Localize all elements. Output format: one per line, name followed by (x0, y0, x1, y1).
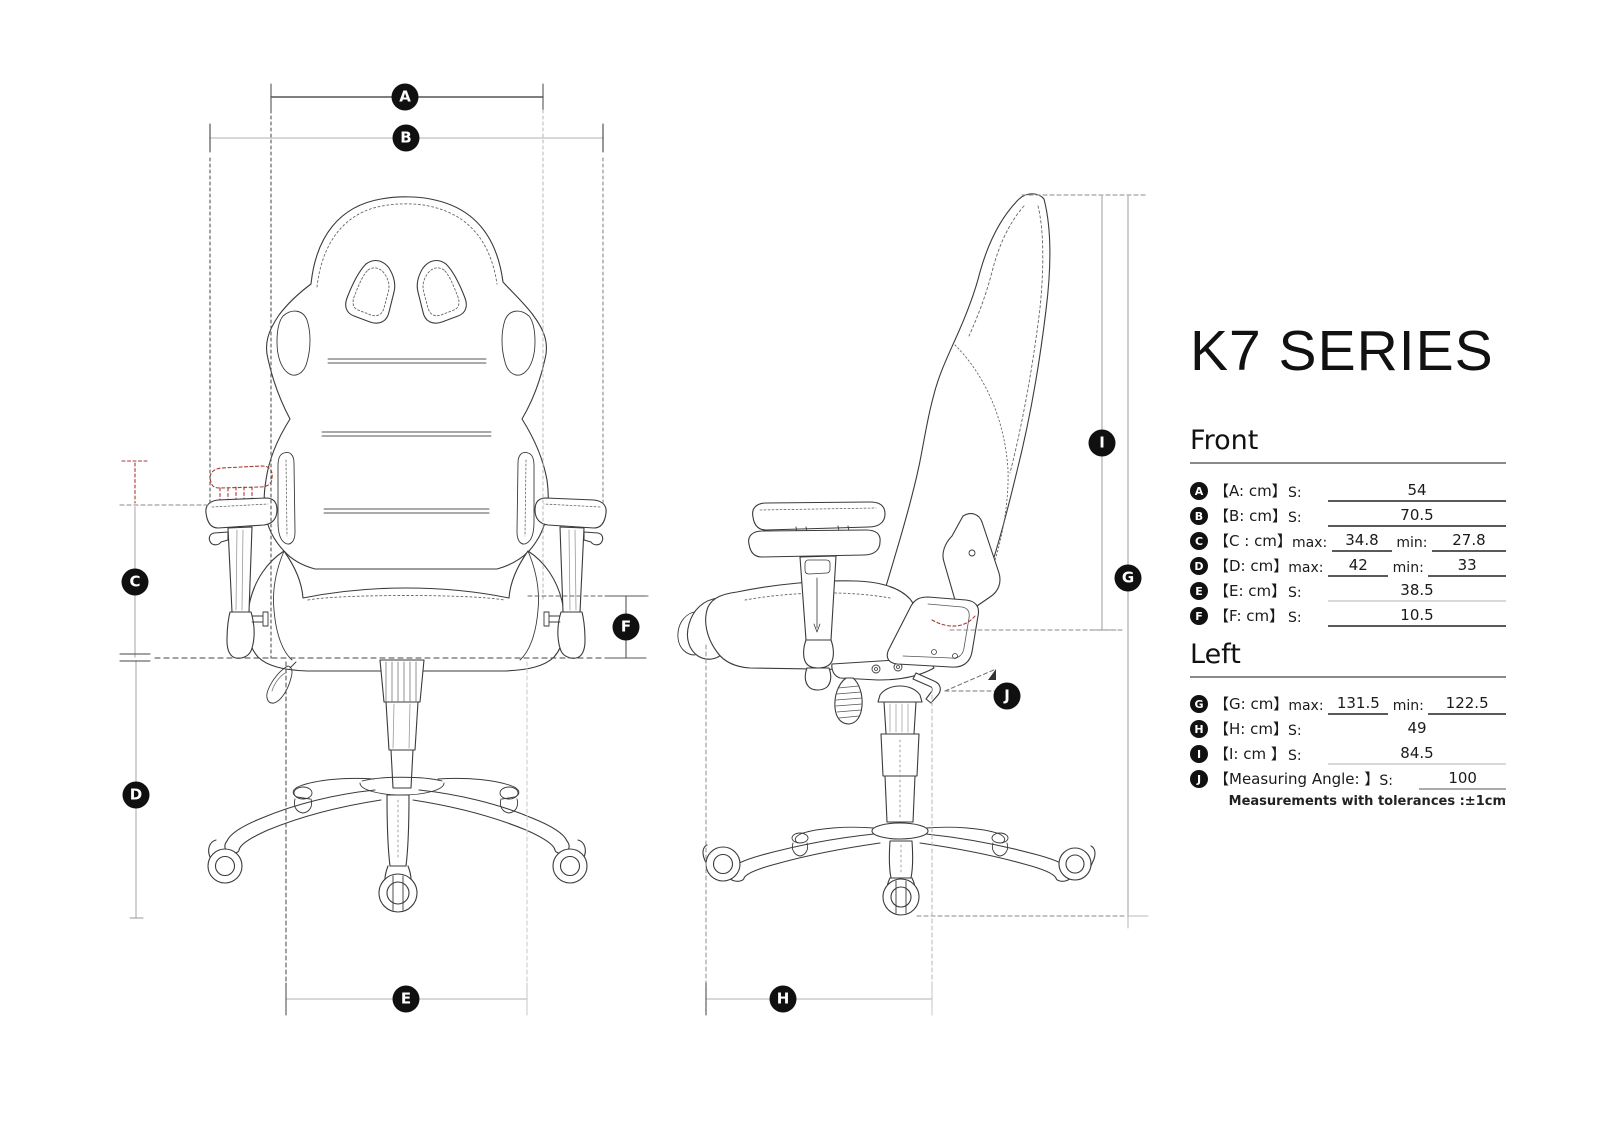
row-label: 【F: cm】 (1214, 607, 1285, 625)
armrest-max-height-red (121, 460, 149, 504)
dim-badge-a: A (391, 83, 419, 111)
table-row-i: I 【I: cm 】 S: 84.5 (1190, 740, 1506, 765)
dim-badge-i: I (1088, 429, 1116, 457)
row-value: 54 (1328, 481, 1506, 502)
side-view-dimensions (705, 194, 1149, 1016)
row-label: 【A: cm】 (1214, 482, 1287, 500)
tolerance-note: Measurements with tolerances :±1cm (1228, 794, 1506, 809)
row-label: 【C : cm】 (1214, 532, 1292, 550)
front-view-chair (205, 196, 607, 913)
row-value-max: 42 (1328, 556, 1389, 577)
row-badge-j: J (1190, 770, 1208, 788)
row-badge-b: B (1190, 507, 1208, 525)
table-row-d: D 【D: cm】 max: 42 min: 33 (1190, 552, 1506, 577)
armrest-raised-outline-red (209, 465, 273, 507)
dim-badge-b: B (392, 124, 420, 152)
table-row-b: B 【B: cm】 S: 70.5 (1190, 502, 1506, 527)
row-value: 84.5 (1328, 744, 1506, 765)
section-heading-front: Front (1190, 426, 1506, 464)
row-prefix: S: (1288, 510, 1302, 526)
row-badge-h: H (1190, 720, 1208, 738)
row-badge-a: A (1190, 482, 1208, 500)
row-value-max: 131.5 (1328, 694, 1389, 715)
row-value: 10.5 (1328, 606, 1506, 627)
table-row-a: A 【A: cm】 S: 54 (1190, 477, 1506, 502)
dim-badge-g: G (1114, 564, 1142, 592)
row-badge-g: G (1190, 695, 1208, 713)
row-value: 70.5 (1328, 506, 1506, 527)
row-prefix-max: max: (1288, 560, 1324, 576)
front-measurements-table: A 【A: cm】 S: 54 B 【B: cm】 S: 70.5 C 【C :… (1190, 477, 1506, 627)
table-row-e: E 【E: cm】 S: 38.5 (1190, 577, 1506, 602)
row-value-min: 122.5 (1428, 694, 1506, 715)
table-row-c: C 【C : cm】 max: 34.8 min: 27.8 (1190, 527, 1506, 552)
row-label: 【I: cm 】 (1214, 745, 1286, 763)
row-value-min: 27.8 (1431, 531, 1506, 552)
table-row-h: H 【H: cm】 S: 49 (1190, 715, 1506, 740)
row-prefix: S: (1288, 485, 1302, 501)
row-label: 【G: cm】 (1214, 695, 1289, 713)
table-row-j: J 【Measuring Angle: 】 S: 100 (1190, 765, 1506, 790)
row-prefix: S: (1379, 773, 1393, 789)
dim-badge-e: E (392, 985, 420, 1013)
row-prefix: S: (1288, 610, 1302, 626)
row-prefix-min: min: (1392, 698, 1424, 714)
row-prefix: S: (1288, 748, 1302, 764)
row-prefix: S: (1288, 723, 1302, 739)
row-prefix-max: max: (1291, 535, 1328, 551)
row-badge-i: I (1190, 745, 1208, 763)
dim-badge-d: D (122, 781, 150, 809)
row-prefix-min: min: (1396, 535, 1428, 551)
row-value-min: 33 (1428, 556, 1506, 577)
row-badge-d: D (1190, 557, 1208, 575)
row-prefix-min: min: (1392, 560, 1424, 576)
section-heading-left: Left (1190, 640, 1506, 678)
left-measurements-table: G 【G: cm】 max: 131.5 min: 122.5 H 【H: cm… (1190, 690, 1506, 790)
row-value-max: 34.8 (1331, 531, 1392, 552)
row-label: 【Measuring Angle: 】 (1214, 770, 1380, 788)
row-prefix-max: max: (1288, 698, 1324, 714)
row-label: 【B: cm】 (1214, 507, 1287, 525)
row-label: 【D: cm】 (1214, 557, 1289, 575)
table-row-f: F 【F: cm】 S: 10.5 (1190, 602, 1506, 627)
row-badge-e: E (1190, 582, 1208, 600)
recline-indicator-red (931, 615, 976, 627)
row-value: 49 (1407, 719, 1427, 737)
page-title: K7 SERIES (1190, 319, 1494, 383)
row-prefix: S: (1288, 585, 1302, 601)
row-label: 【E: cm】 (1214, 582, 1287, 600)
side-view-chair (677, 193, 1096, 916)
table-row-g: G 【G: cm】 max: 131.5 min: 122.5 (1190, 690, 1506, 715)
row-badge-c: C (1190, 532, 1208, 550)
dim-badge-c: C (121, 568, 149, 596)
dim-badge-f: F (612, 613, 640, 641)
row-value: 100 (1419, 769, 1506, 790)
row-label: 【H: cm】 (1214, 720, 1288, 738)
dim-badge-j: J (993, 682, 1021, 710)
row-badge-f: F (1190, 607, 1208, 625)
dim-badge-h: H (769, 985, 797, 1013)
row-value: 38.5 (1328, 581, 1506, 602)
